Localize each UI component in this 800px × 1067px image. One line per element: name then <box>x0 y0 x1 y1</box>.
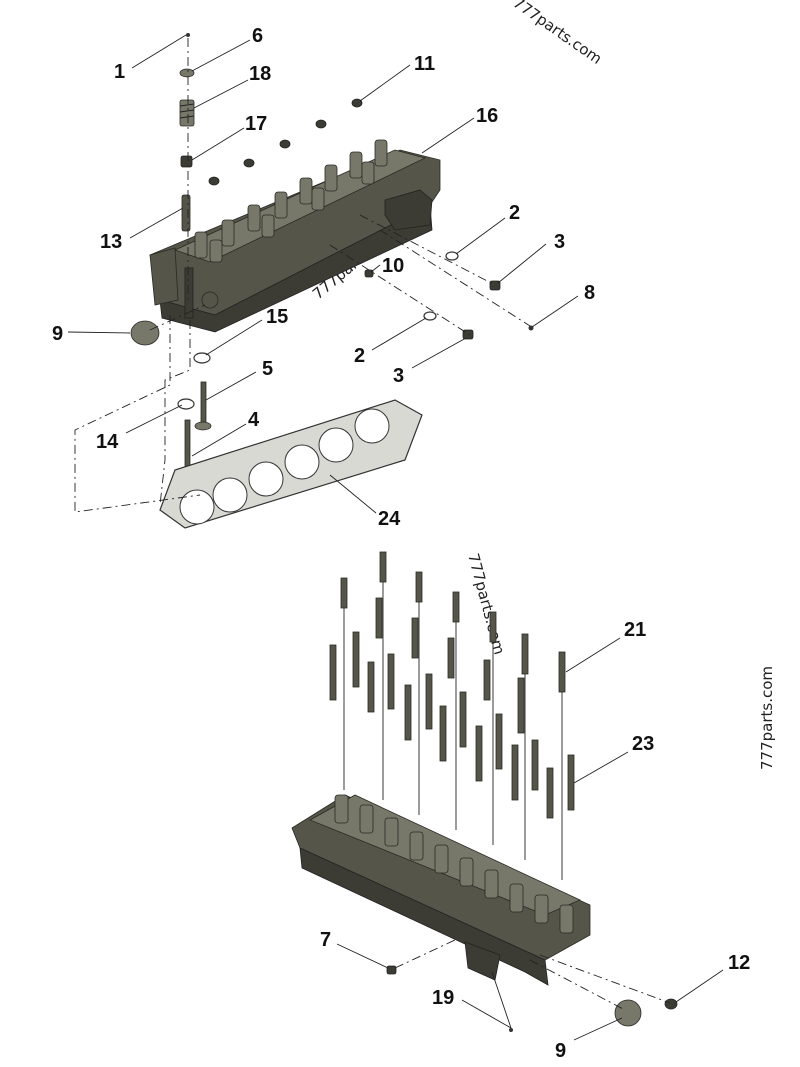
part-13-valve-guide <box>181 194 191 232</box>
part-2-o-ring-a <box>445 251 459 261</box>
callout-7: 7 <box>320 929 331 951</box>
callout-19: 19 <box>432 987 454 1009</box>
part-5-intake-valve <box>194 381 212 431</box>
callout-18: 18 <box>249 63 271 85</box>
callout-labels: 1 6 18 11 17 16 2 3 13 10 8 9 15 2 5 3 1… <box>52 25 750 1062</box>
part-9-expansion-plug-upper <box>130 320 160 346</box>
part-9-expansion-plug-lower <box>614 999 642 1027</box>
callout-9-lower: 9 <box>555 1040 566 1062</box>
part-17-valve-seal <box>180 155 193 168</box>
callout-16: 16 <box>476 105 498 127</box>
callout-3-upper: 3 <box>554 231 565 253</box>
callout-12: 12 <box>728 952 750 974</box>
part-1-valve-keeper <box>186 33 190 37</box>
leader-lines <box>67 34 724 1041</box>
callout-2-lower: 2 <box>354 345 365 367</box>
upper-head-valve-springs <box>194 139 388 263</box>
upper-small-parts <box>130 33 534 477</box>
callout-1: 1 <box>114 61 125 83</box>
part-7-plug <box>386 965 397 975</box>
part-3-plug-b <box>462 329 474 340</box>
assembly-lines <box>74 38 671 1011</box>
callout-24: 24 <box>378 508 401 530</box>
callout-15: 15 <box>266 306 288 328</box>
callout-2-upper: 2 <box>509 202 520 224</box>
part-21-23-head-bolts <box>329 551 575 880</box>
part-15-valve-seat-ring <box>193 352 211 364</box>
callout-14: 14 <box>96 431 119 453</box>
callout-4: 4 <box>248 409 260 431</box>
watermark-top-right: 777parts.com <box>510 0 606 68</box>
part-3-plug-a <box>489 280 501 291</box>
callout-21: 21 <box>624 619 646 641</box>
upper-cylinder-head <box>149 139 441 333</box>
part-18-valve-spring <box>179 99 195 127</box>
part-19-sensor-tip <box>509 1028 513 1032</box>
callout-11: 11 <box>414 53 435 75</box>
callout-13: 13 <box>100 231 122 253</box>
part-11-seal-a <box>351 98 363 108</box>
callout-8: 8 <box>584 282 595 304</box>
callout-10: 10 <box>382 255 404 277</box>
watermark-right-edge: 777parts.com <box>758 666 776 770</box>
callout-3-lower: 3 <box>393 365 404 387</box>
watermark-center: 777parts.com <box>464 551 508 656</box>
callout-17: 17 <box>245 113 267 135</box>
part-14-valve-seat-ring <box>177 398 195 410</box>
part-6-spring-retainer <box>179 68 195 78</box>
callout-5: 5 <box>262 358 273 380</box>
part-12-plug <box>664 998 678 1010</box>
part-24-head-gasket <box>159 399 423 529</box>
lower-small-parts <box>386 965 678 1032</box>
lower-cylinder-head <box>291 794 591 986</box>
part-2-o-ring-b <box>423 311 437 321</box>
lower-head-valve-springs <box>334 794 574 934</box>
callout-9-upper: 9 <box>52 323 63 345</box>
callout-6: 6 <box>252 25 263 47</box>
callout-23: 23 <box>632 733 654 755</box>
